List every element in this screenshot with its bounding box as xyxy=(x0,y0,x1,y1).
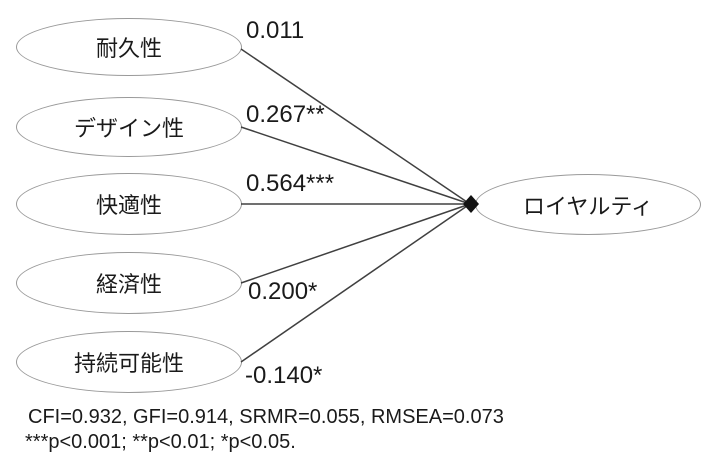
latent-variable-economy: 経済性 xyxy=(16,252,242,314)
fit-statistics-text: CFI=0.932, GFI=0.914, SRMR=0.055, RMSEA=… xyxy=(28,406,504,428)
significance-note-text: ***p<0.001; **p<0.01; *p<0.05. xyxy=(25,431,296,453)
path-coefficient-sustainability: -0.140* xyxy=(245,362,323,389)
latent-variable-design: デザイン性 xyxy=(16,97,242,157)
latent-variable-loyalty: ロイヤルティ xyxy=(475,174,701,235)
latent-variable-sustainability: 持続可能性 xyxy=(16,331,242,393)
latent-variable-design-label: デザイン性 xyxy=(73,116,184,141)
path-coefficient-design: 0.267** xyxy=(246,101,325,128)
latent-variable-economy-label: 経済性 xyxy=(95,272,162,297)
latent-variable-comfort: 快適性 xyxy=(16,173,242,235)
path-coefficient-comfort: 0.564*** xyxy=(246,170,335,197)
path-coefficient-durability: 0.011 xyxy=(246,17,305,44)
latent-variable-durability-label: 耐久性 xyxy=(95,36,162,61)
latent-variable-comfort-label: 快適性 xyxy=(95,193,162,218)
latent-variable-loyalty-label: ロイヤルティ xyxy=(522,193,654,219)
path-coefficient-economy: 0.200* xyxy=(248,278,318,305)
latent-variable-sustainability-label: 持続可能性 xyxy=(73,351,184,376)
latent-variable-durability: 耐久性 xyxy=(16,18,242,76)
path-line-economy xyxy=(240,204,468,284)
